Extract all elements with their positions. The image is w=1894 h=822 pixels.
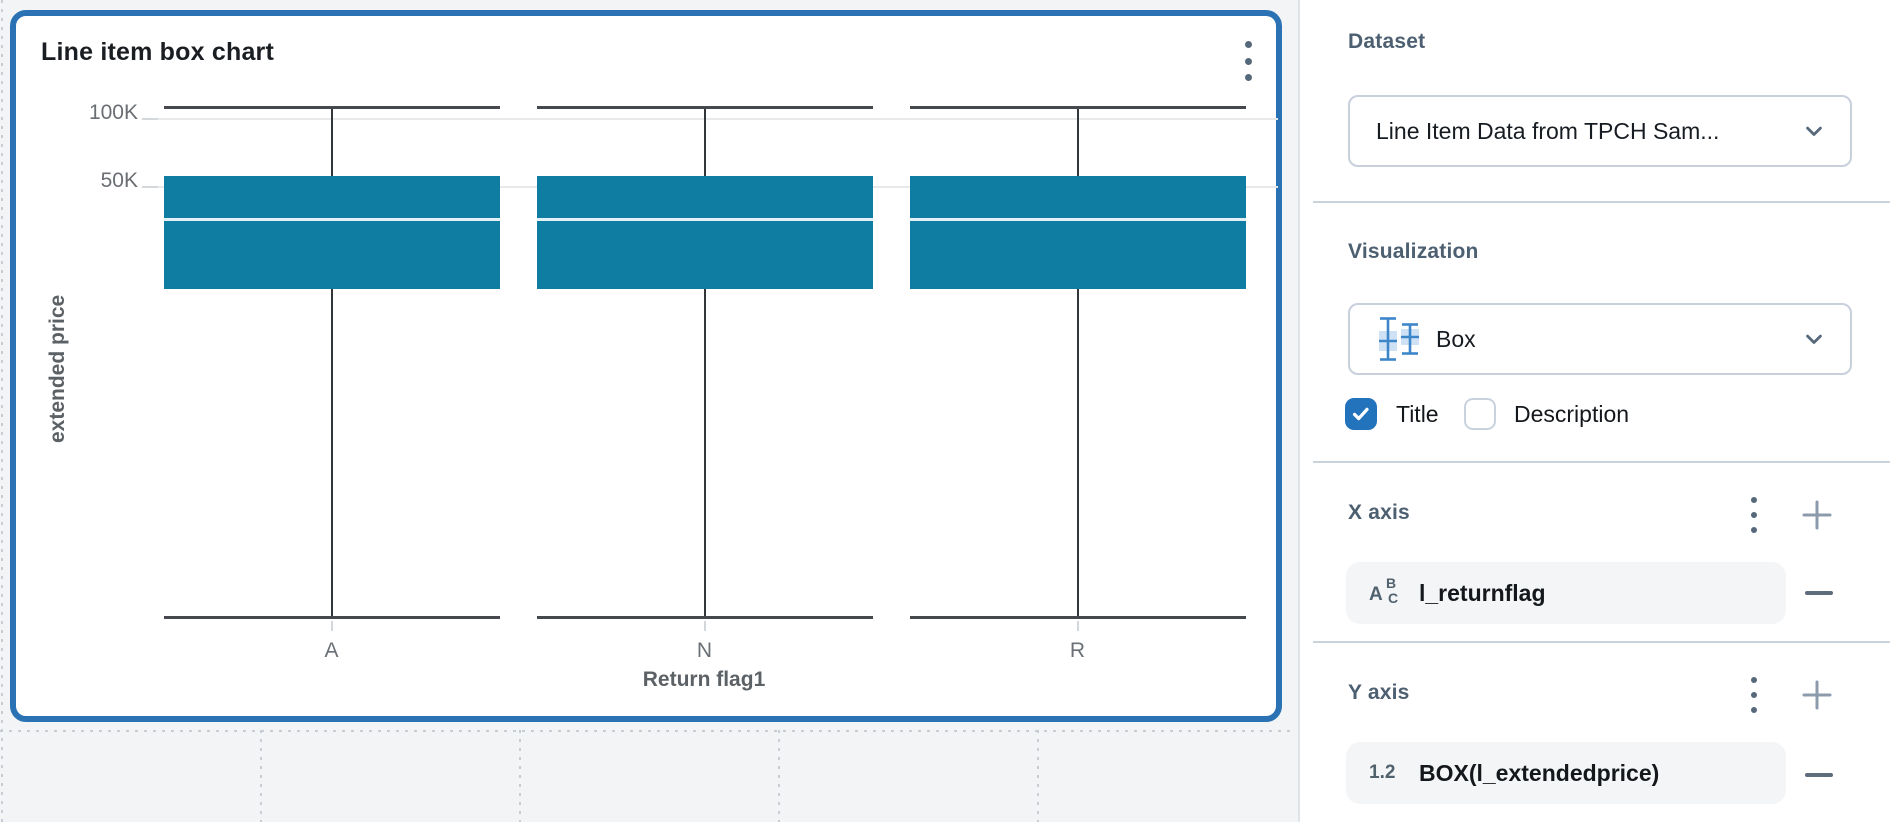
x-tick-label: N (696, 639, 713, 662)
y-axis-field-pill[interactable]: 1.2 BOX(l_extendedprice) (1346, 742, 1786, 804)
chevron-down-icon (1806, 334, 1822, 344)
whisker-cap-bottom (163, 616, 500, 619)
title-checkbox[interactable] (1345, 398, 1377, 430)
whisker-cap-bottom (909, 616, 1246, 619)
box[interactable] (909, 176, 1246, 289)
whisker-line (1076, 109, 1079, 176)
plus-icon[interactable] (1799, 497, 1835, 533)
y-tick-label: 100K (88, 101, 138, 124)
description-checkbox[interactable] (1464, 398, 1496, 430)
field-name: l_returnflag (1419, 579, 1546, 606)
grid-dash-line (0, 730, 1296, 732)
dataset-select[interactable]: Line Item Data from TPCH Sam... (1348, 95, 1852, 167)
kebab-menu-icon[interactable] (1741, 677, 1767, 713)
y-tick-mark (142, 118, 158, 120)
whisker-cap-bottom (536, 616, 873, 619)
x-tick-mark (703, 621, 706, 631)
dataset-select-value: Line Item Data from TPCH Sam... (1376, 117, 1720, 144)
section-divider (1313, 201, 1890, 203)
y-gridline (158, 118, 1278, 120)
whisker-cap-top (909, 106, 1246, 109)
whisker-line (330, 289, 333, 616)
y-axis-heading: Y axis (1348, 681, 1410, 704)
box-plot-icon (1379, 317, 1419, 361)
grid-dash-line (1, 0, 3, 822)
check-icon (1352, 407, 1369, 421)
whisker-cap-top (163, 106, 500, 109)
visualization-select-value: Box (1436, 325, 1476, 352)
minus-icon[interactable] (1802, 576, 1836, 610)
title-checkbox-label: Title (1396, 401, 1439, 427)
x-axis-heading: X axis (1348, 501, 1410, 524)
y-tick-label: 50K (100, 169, 138, 192)
grid-dash-line (260, 730, 262, 822)
kebab-menu-icon[interactable] (1234, 41, 1262, 81)
chart-card[interactable]: Line item box chart 100K 50K A N R Return fl… (10, 10, 1282, 722)
x-tick-mark (330, 621, 333, 631)
visualization-select[interactable]: Box (1348, 303, 1852, 375)
whisker-line (1076, 289, 1079, 616)
x-tick-label: A (324, 639, 339, 662)
dataset-heading: Dataset (1348, 30, 1426, 53)
kebab-menu-icon[interactable] (1741, 497, 1767, 533)
grid-dash-line (519, 730, 521, 822)
y-tick-mark (142, 186, 158, 188)
plus-icon[interactable] (1799, 677, 1835, 713)
box[interactable] (536, 176, 873, 289)
whisker-cap-top (536, 106, 873, 109)
whisker-line (330, 109, 333, 176)
median-line (163, 218, 500, 221)
description-checkbox-label: Description (1514, 401, 1630, 427)
field-name: BOX(l_extendedprice) (1419, 759, 1660, 786)
y-axis-title: extended price (46, 294, 69, 444)
x-axis-title: Return flag1 (642, 668, 766, 691)
minus-icon[interactable] (1802, 758, 1836, 792)
visualization-heading: Visualization (1348, 240, 1479, 263)
grid-dash-line (1037, 730, 1039, 822)
box[interactable] (163, 176, 500, 289)
x-tick-label: R (1069, 639, 1086, 662)
section-divider (1313, 641, 1890, 643)
whisker-line (703, 289, 706, 616)
whisker-line (703, 109, 706, 176)
section-divider (1313, 461, 1890, 463)
chevron-down-icon (1806, 126, 1822, 136)
number-type-icon: 1.2 (1369, 762, 1396, 783)
median-line (909, 218, 1246, 221)
chart-settings-panel: Dataset Line Item Data from TPCH Sam... … (1298, 0, 1894, 822)
median-line (536, 218, 873, 221)
grid-dash-line (778, 730, 780, 822)
x-tick-mark (1076, 621, 1079, 631)
chart-title: Line item box chart (41, 38, 275, 66)
